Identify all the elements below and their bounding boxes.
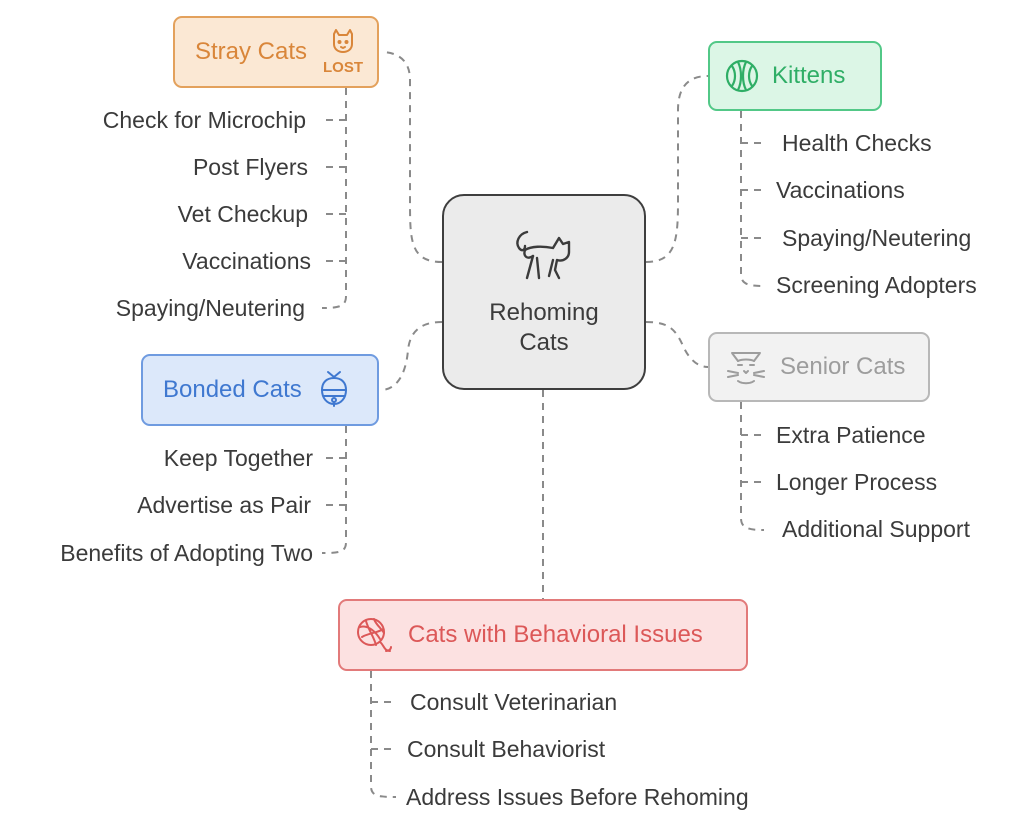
stray-item: Post Flyers bbox=[192, 154, 308, 180]
bonded-item: Keep Together bbox=[163, 445, 313, 471]
stray-item: Vaccinations bbox=[182, 248, 311, 274]
senior-leaf-lines bbox=[740, 402, 765, 531]
senior-item: Longer Process bbox=[776, 469, 938, 495]
kittens-item: Spaying/Neutering bbox=[782, 225, 972, 251]
stray-item: Spaying/Neutering bbox=[115, 295, 305, 321]
senior-item: Additional Support bbox=[782, 516, 970, 542]
branch-title: Bonded Cats bbox=[163, 376, 302, 403]
bonded-item: Advertise as Pair bbox=[137, 492, 311, 518]
yarn-with-thread-icon bbox=[354, 615, 394, 655]
kittens-item: Screening Adopters bbox=[776, 272, 977, 298]
lost-cat-icon: LOST bbox=[321, 28, 365, 76]
branch-bonded-cats: Bonded Cats bbox=[141, 354, 379, 426]
branch-title: Cats with Behavioral Issues bbox=[408, 621, 703, 648]
stray-leaf-lines bbox=[321, 88, 347, 309]
connector-bonded bbox=[380, 321, 443, 391]
connector-stray bbox=[380, 51, 443, 263]
bell-icon bbox=[316, 370, 352, 410]
stray-item: Check for Microchip bbox=[102, 107, 306, 133]
connector-senior bbox=[645, 321, 709, 368]
senior-item: Extra Patience bbox=[776, 422, 926, 448]
branch-title: Kittens bbox=[772, 62, 846, 89]
branch-title: Stray Cats bbox=[195, 38, 308, 65]
branch-senior-cats: Senior Cats bbox=[708, 332, 930, 402]
behavior-leaf-lines bbox=[370, 671, 397, 798]
bonded-item: Benefits of Adopting Two bbox=[60, 540, 313, 566]
behavior-item: Consult Behaviorist bbox=[407, 736, 606, 762]
connector-kittens bbox=[645, 75, 709, 263]
branch-title: Senior Cats bbox=[780, 353, 906, 380]
walking-cat-icon bbox=[511, 226, 577, 288]
branch-behavioral-issues: Cats with Behavioral Issues bbox=[338, 599, 748, 671]
kittens-item: Health Checks bbox=[782, 130, 932, 156]
cat-face-icon bbox=[724, 347, 768, 387]
branch-kittens: Kittens bbox=[708, 41, 882, 111]
behavior-item: Address Issues Before Rehoming bbox=[406, 784, 749, 810]
svg-text:LOST: LOST bbox=[323, 59, 363, 76]
behavior-item: Consult Veterinarian bbox=[410, 689, 618, 715]
kittens-leaf-lines bbox=[740, 111, 765, 287]
kittens-item: Vaccinations bbox=[776, 177, 905, 203]
yarn-ball-icon bbox=[724, 58, 760, 94]
branch-stray-cats: Stray Cats LOST bbox=[173, 16, 379, 88]
bonded-leaf-lines bbox=[321, 426, 347, 554]
stray-item: Vet Checkup bbox=[177, 201, 308, 227]
